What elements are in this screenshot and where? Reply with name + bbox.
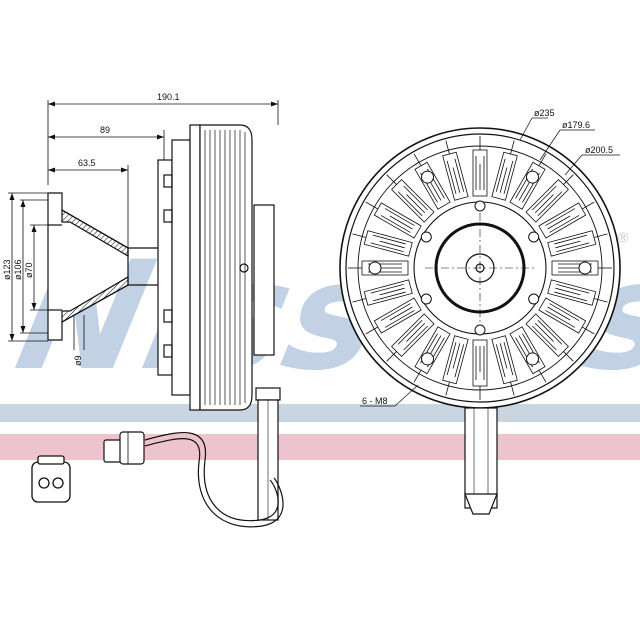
outer-bolt-hole: [578, 261, 592, 275]
fin-block: [472, 136, 488, 197]
dim-dia-outer: ø123: [2, 259, 12, 280]
outer-bolt-hole: [421, 352, 434, 366]
fin-block: [352, 279, 413, 306]
dim-dia-200: ø200.5: [585, 145, 613, 155]
fin-block: [386, 174, 435, 223]
fin-block: [491, 335, 518, 396]
dim-dia-179: ø179.6: [562, 120, 590, 130]
dim-thread: 6 - M8: [362, 396, 388, 406]
fin-block: [386, 313, 435, 362]
fin-block: [365, 297, 422, 335]
dim-small: ø9: [73, 355, 83, 366]
outer-bolt-hole: [421, 170, 434, 184]
fin-block: [442, 335, 469, 396]
watermark-registered-mark: ®: [618, 229, 629, 245]
fin-block: [547, 279, 608, 306]
outer-bolt-hole: [526, 170, 539, 184]
fin-block: [525, 174, 574, 223]
fin-block: [525, 313, 574, 362]
dim-dia-mid: ø106: [13, 259, 23, 280]
dim-dia-235: ø235: [534, 108, 555, 118]
connector-face-icon: [31, 455, 71, 503]
bolt-hole: [474, 324, 486, 336]
fin-block: [538, 297, 595, 335]
dim-dia-inner: ø70: [24, 262, 34, 278]
outer-bolt-hole: [526, 352, 539, 366]
side-view: [8, 100, 284, 528]
fin-block: [365, 201, 422, 239]
fin-block: [491, 140, 518, 201]
fin-block: [472, 339, 488, 400]
front-view: [339, 117, 621, 515]
dim-middle-length: 89: [100, 125, 110, 135]
fin-block: [352, 230, 413, 257]
fin-block: [442, 140, 469, 201]
bolt-hole: [420, 231, 432, 243]
dim-overall-length: 190.1: [157, 92, 180, 102]
outer-bolt-hole: [368, 261, 382, 275]
watermark-pink-band: [0, 434, 640, 460]
bolt-hole: [528, 231, 540, 243]
bolt-hole: [474, 200, 486, 212]
fin-block: [547, 230, 608, 257]
bolt-hole: [420, 293, 432, 305]
fin-block: [538, 201, 595, 239]
dim-short-length: 63.5: [78, 158, 96, 168]
bolt-hole: [528, 293, 540, 305]
watermark-blue-band: [0, 404, 640, 422]
